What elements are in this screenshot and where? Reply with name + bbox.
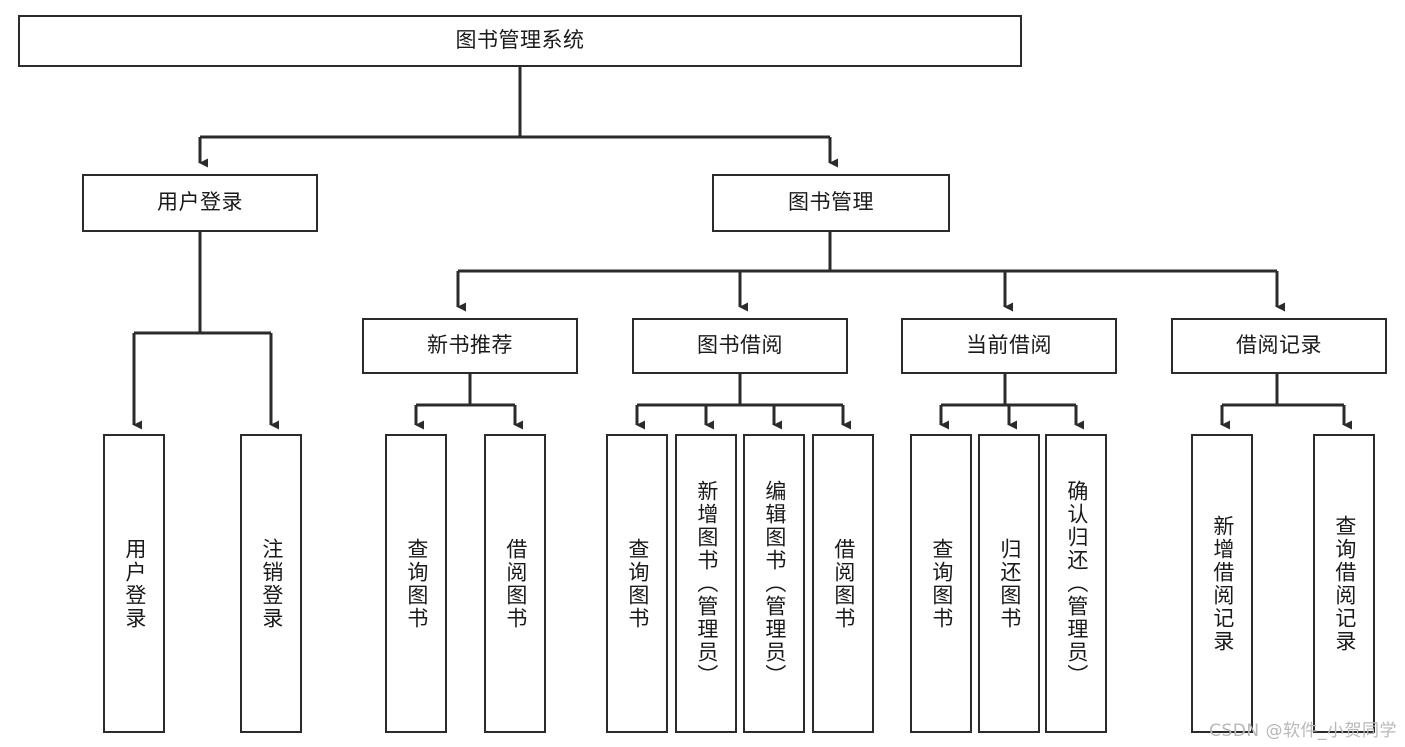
node-book-borrow-label: 图书借阅 xyxy=(697,333,783,358)
leaf-return-book-label: 归还图书 xyxy=(997,537,1022,630)
leaf-add-borrow-record-label: 新增借阅记录 xyxy=(1210,514,1235,653)
leaf-user-login[interactable]: 用户登录 xyxy=(103,434,165,733)
node-book-management[interactable]: 图书管理 xyxy=(712,174,950,232)
leaf-query-book-borrow-label: 查询图书 xyxy=(625,537,650,630)
leaf-confirm-return-admin[interactable]: 确认归还（管理员） xyxy=(1045,434,1107,733)
leaf-logout[interactable]: 注销登录 xyxy=(240,434,302,733)
leaf-query-borrow-record[interactable]: 查询借阅记录 xyxy=(1313,434,1375,733)
leaf-query-book-new[interactable]: 查询图书 xyxy=(385,434,447,733)
node-root[interactable]: 图书管理系统 xyxy=(18,15,1022,67)
leaf-edit-book-admin-label: 编辑图书（管理员） xyxy=(762,480,787,687)
node-book-borrow[interactable]: 图书借阅 xyxy=(632,318,848,374)
leaf-borrow-book-new[interactable]: 借阅图书 xyxy=(484,434,546,733)
leaf-return-book[interactable]: 归还图书 xyxy=(978,434,1040,733)
leaf-user-login-label: 用户登录 xyxy=(122,537,147,630)
leaf-add-book-admin-label: 新增图书（管理员） xyxy=(694,480,719,687)
node-user-login-label: 用户登录 xyxy=(157,190,243,215)
leaf-query-book-new-label: 查询图书 xyxy=(404,537,429,630)
node-current-borrow-label: 当前借阅 xyxy=(966,333,1052,358)
leaf-borrow-book-label: 借阅图书 xyxy=(831,537,856,630)
leaf-edit-book-admin[interactable]: 编辑图书（管理员） xyxy=(743,434,805,733)
node-book-management-label: 图书管理 xyxy=(788,190,874,215)
leaf-query-book-current-label: 查询图书 xyxy=(929,537,954,630)
node-borrow-record-label: 借阅记录 xyxy=(1236,333,1322,358)
node-new-book-recommend-label: 新书推荐 xyxy=(427,333,513,358)
leaf-borrow-book[interactable]: 借阅图书 xyxy=(812,434,874,733)
leaf-query-book-borrow[interactable]: 查询图书 xyxy=(606,434,668,733)
node-new-book-recommend[interactable]: 新书推荐 xyxy=(362,318,578,374)
leaf-query-book-current[interactable]: 查询图书 xyxy=(910,434,972,733)
leaf-query-borrow-record-label: 查询借阅记录 xyxy=(1332,514,1357,653)
leaf-add-book-admin[interactable]: 新增图书（管理员） xyxy=(675,434,737,733)
node-current-borrow[interactable]: 当前借阅 xyxy=(901,318,1117,374)
node-root-label: 图书管理系统 xyxy=(455,28,585,53)
leaf-add-borrow-record[interactable]: 新增借阅记录 xyxy=(1191,434,1253,733)
leaf-logout-label: 注销登录 xyxy=(259,537,284,630)
leaf-confirm-return-admin-label: 确认归还（管理员） xyxy=(1064,480,1089,687)
node-borrow-record[interactable]: 借阅记录 xyxy=(1171,318,1387,374)
node-user-login[interactable]: 用户登录 xyxy=(82,174,318,232)
leaf-borrow-book-new-label: 借阅图书 xyxy=(503,537,528,630)
